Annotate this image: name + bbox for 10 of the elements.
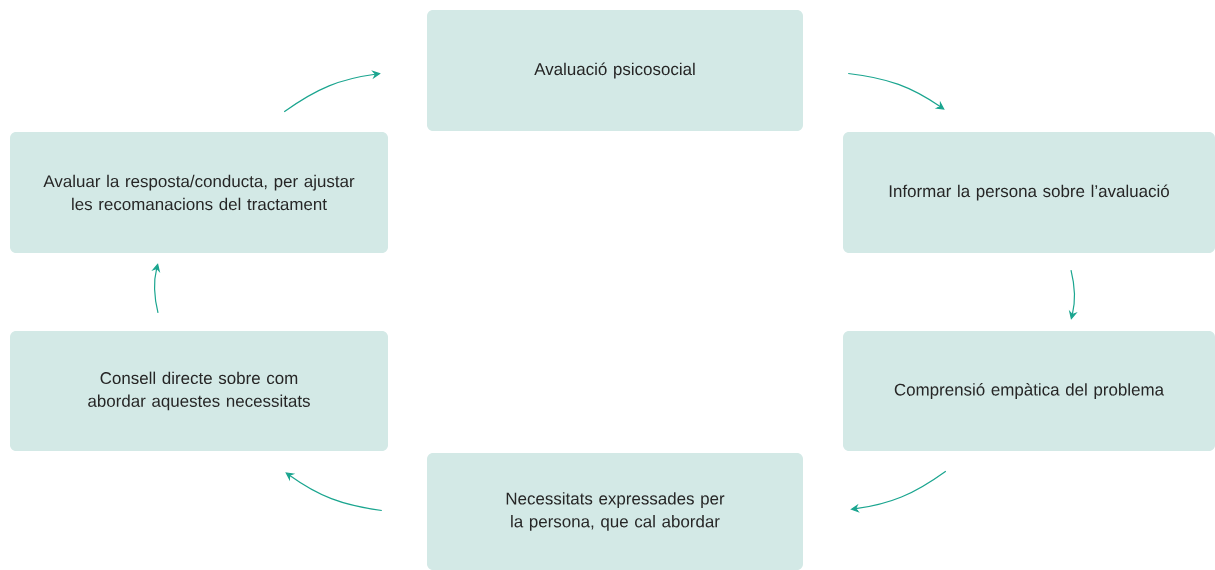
process-box: Consell directe sobre com abordar aquestes necessitats (10, 331, 388, 451)
process-box: Comprensió empàtica del problema (843, 331, 1215, 451)
process-box: Avaluació psicosocial (427, 10, 803, 131)
process-box: Necessitats expressades per la persona, que cal abordar (427, 453, 803, 570)
arrow (283, 70, 381, 113)
arrow (850, 470, 947, 513)
arrow (847, 72, 945, 110)
process-box: Avaluar la resposta/conducta, per ajustar les recomanacions del tractament (10, 132, 388, 253)
process-box: Informar la persona sobre l’avaluació (843, 132, 1215, 253)
arrow (285, 472, 383, 512)
